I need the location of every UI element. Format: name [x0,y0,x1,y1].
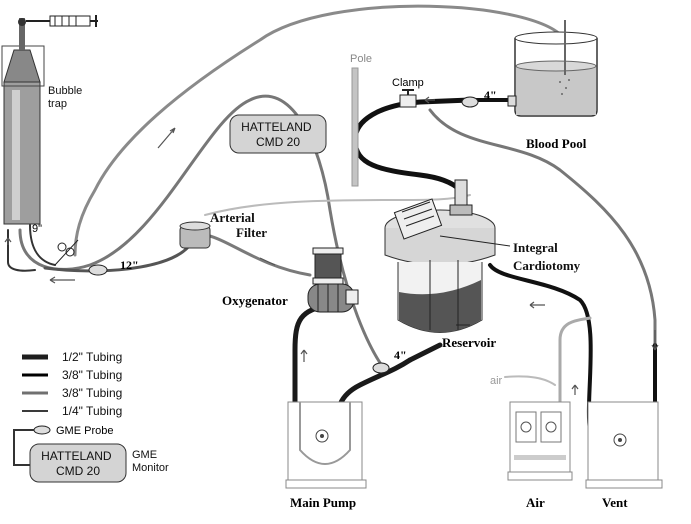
gme-monitor: HATTELAND CMD 20 [29,443,127,483]
tube-blood-pool-to-bubble-trap [73,4,567,257]
legend-label: 1/4" Tubing [62,404,122,418]
connector-12in [88,264,108,276]
bubble-trap-column [3,81,41,225]
clamp [399,89,417,108]
gme-probe [13,425,51,466]
legend-label: 1/2" Tubing [62,350,122,364]
air-pump [507,401,573,481]
cardiotomy-label-2: Cardiotomy [513,258,581,273]
svg-text:Arterial Filter: Arterial Filter [210,210,267,240]
clamp-label: Clamp [392,77,424,89]
svg-text:HATTELAND CMD 20: HATTELAND CMD 20 [241,120,315,149]
cardiotomy-label-1: Integral [513,240,558,255]
legend: 1/2" Tubing 3/8" Tubing 3/8" Tubing 1/4" Tu… [22,350,122,418]
connector-4in-mid [372,362,390,374]
flow-arrows [4,96,659,395]
svg-text:Bubble trap: Bubble trap [48,85,85,110]
tube-air [558,316,592,422]
label-12in: 12" [120,258,139,272]
label-4in-mid: 4" [394,348,407,362]
tube-12in [43,243,192,273]
arterial-filter-label-2: Filter [236,225,267,240]
oxygenator [307,247,359,313]
air-small-label: air [490,375,503,387]
arterial-filter-label-1: Arterial [210,210,255,225]
air-pump-label: Air [526,495,545,510]
tube-light-to-cardiotomy [204,194,471,216]
gme-probe-label: GME Probe [56,425,113,437]
tube-filter-to-oxygenator [193,233,312,277]
bubble-trap-label-2: trap [48,98,67,110]
hatteland-top-line1: HATTELAND [241,120,312,134]
vent-pump [585,401,663,489]
connector-4in-top [461,96,479,108]
svg-text:GME Monitor: GME Monitor [132,449,169,474]
gme-monitor-box-line1: HATTELAND [41,449,112,463]
oxygenator-label: Oxygenator [222,293,288,308]
tube-clamp-icon [54,239,79,266]
cardiotomy-reservoir [384,179,511,333]
tube-clamp-to-cardiotomy [352,97,473,193]
hatteland-monitor-top: HATTELAND CMD 20 [229,114,327,154]
legend-label: 3/8" Tubing [62,368,122,382]
svg-text:Integral Cardiotomy: Integral Cardiotomy [513,240,581,273]
pole [351,67,359,187]
reservoir-label: Reservoir [442,335,496,350]
svg-text:HATTELAND CMD 20: HATTELAND CMD 20 [41,449,115,478]
main-pump-label: Main Pump [290,495,356,510]
blood-pool-label: Blood Pool [526,136,587,151]
label-9in: 9" [32,223,42,235]
blood-pool-beaker [507,20,598,117]
gme-monitor-label-1: GME [132,449,157,461]
vent-pump-label: Vent [602,495,628,510]
tube-9in [29,224,56,266]
tube-clamp-to-vent [428,108,657,347]
label-4in-top: 4" [484,88,497,102]
hatteland-top-line2: CMD 20 [256,135,300,149]
gme-monitor-label-2: Monitor [132,462,169,474]
bubble-trap: Bubble trap [1,15,98,225]
gme-monitor-box-line2: CMD 20 [56,464,100,478]
bubble-trap-label-1: Bubble [48,85,82,97]
tube-left-stub [7,229,36,272]
pole-label: Pole [350,53,372,65]
legend-label: 3/8" Tubing [62,386,122,400]
tube-reservoir-to-main [407,342,443,363]
syringe-icon [26,15,98,27]
main-pump [285,401,367,489]
tube-air-input [504,375,556,386]
arterial-filter [179,221,211,249]
bubble-trap-cone [3,49,41,83]
